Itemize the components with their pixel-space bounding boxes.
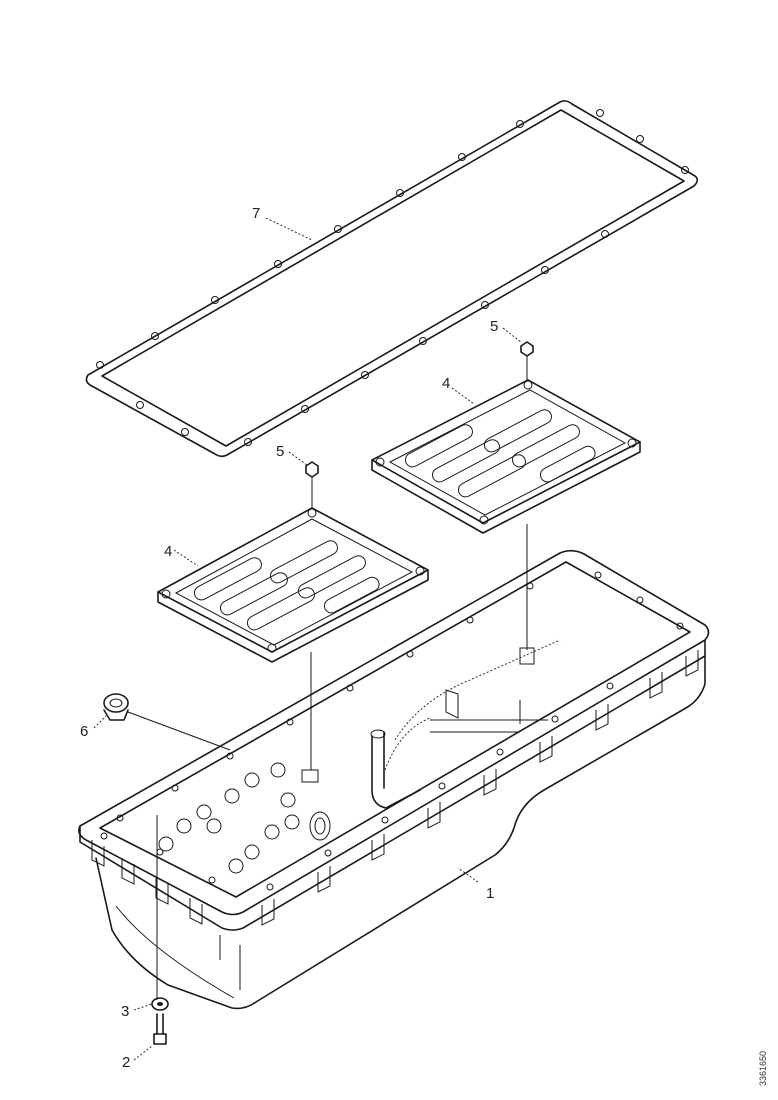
pan-rim-bolt-holes (100, 571, 684, 891)
baffle-plate-part-4-right (371, 379, 641, 534)
washer-part-3 (151, 997, 169, 1011)
callout-2: 2 (122, 1054, 130, 1071)
oil-pan-part-1 (78, 549, 710, 1010)
pan-drain-boss (301, 769, 331, 841)
callout-6: 6 (80, 723, 88, 740)
callout-7: 7 (252, 205, 260, 222)
callout-4-left: 4 (164, 543, 172, 560)
baffle-slots-left (193, 540, 380, 631)
pan-flange-tabs (91, 650, 699, 926)
callout-3: 3 (121, 1003, 129, 1020)
callout-4-right: 4 (442, 375, 450, 392)
callout-1: 1 (486, 885, 494, 902)
gasket-part-7 (85, 100, 699, 458)
oil-pickup-tube (370, 639, 561, 809)
gasket-bolt-holes (96, 109, 689, 446)
bolt-part-5-right (520, 341, 534, 380)
callout-leaders (93, 217, 523, 1061)
bolt-part-5-left (305, 461, 319, 508)
plug-part-6 (103, 693, 231, 751)
pan-internal-bosses (158, 762, 300, 874)
drain-bolt-part-2 (153, 1013, 167, 1045)
document-id: 3361650 (758, 1051, 768, 1086)
baffle-slots-right (404, 409, 596, 498)
baffle-plate-part-4-left (157, 507, 429, 663)
callout-5-right: 5 (490, 318, 498, 335)
callout-5-left: 5 (276, 443, 284, 460)
